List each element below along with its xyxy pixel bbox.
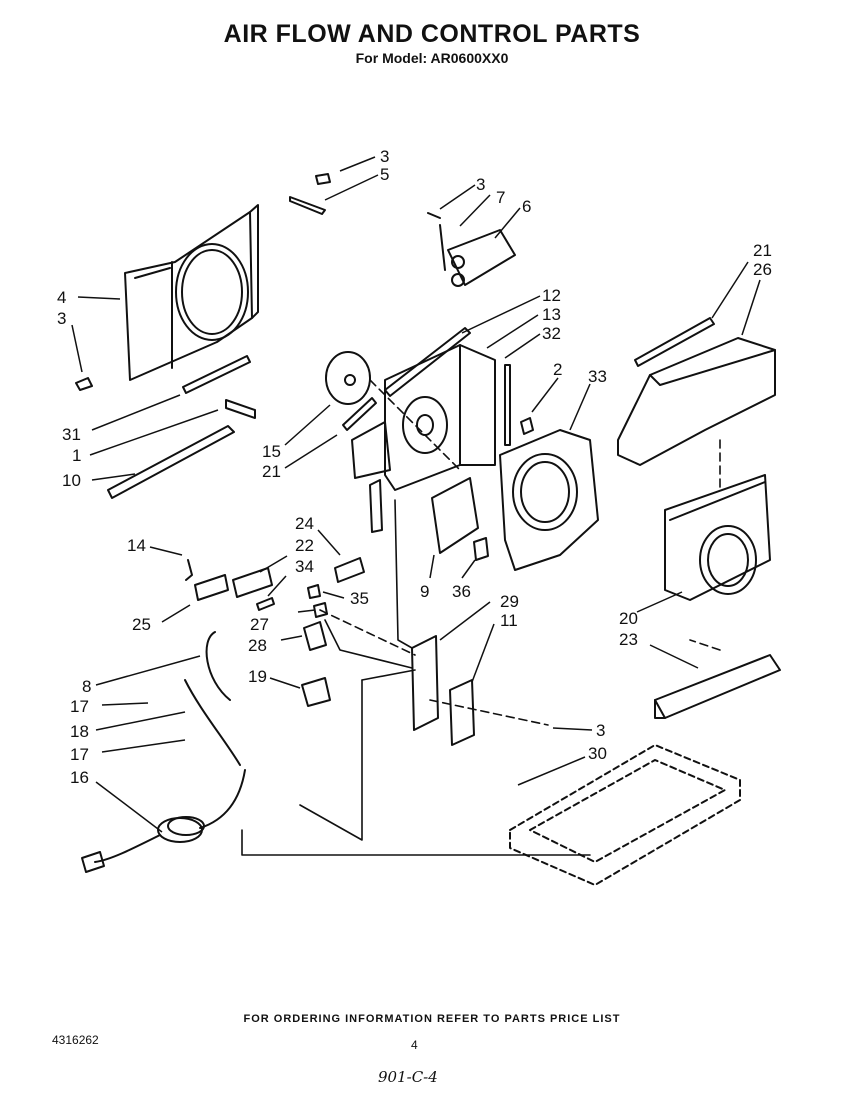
power-cord-part [81,769,246,873]
back-plate-part [664,474,771,601]
plate-22-part [232,567,273,598]
callout-34: 34 [295,557,314,576]
callout-3: 3 [57,309,66,328]
label-24-part [334,557,365,583]
callout-21: 21 [753,241,772,260]
relay-19-part [301,677,331,707]
callout-2: 2 [553,360,562,379]
ordering-footer: FOR ORDERING INFORMATION REFER TO PARTS … [243,1013,621,1025]
switch-28-part [303,621,327,651]
top-bracket-part [289,173,331,215]
callout-5: 5 [380,165,389,184]
callout-31: 31 [62,425,81,444]
callout-18: 18 [70,722,89,741]
callout-17: 17 [70,745,89,764]
wire-18-part [184,679,241,766]
callout-24: 24 [295,514,314,533]
blower-scroll-part [351,344,496,533]
part-34 [256,597,275,611]
callout-20: 20 [619,609,638,628]
callout-21: 21 [262,462,281,481]
fan-blade-part [325,351,371,405]
callout-1: 1 [72,446,81,465]
callout-3: 3 [476,175,485,194]
callout-32: 32 [542,324,561,343]
drain-tray-part [654,654,781,719]
callout-8: 8 [82,677,91,696]
scroll-housing-part [499,429,599,571]
handwritten-note: 901-C-4 [378,1068,438,1086]
callout-28: 28 [248,636,267,655]
model-subtitle: For Model: AR0600XX0 [355,50,509,66]
front-panel-part [124,204,259,381]
control-panel-part [431,477,479,554]
callout-9: 9 [420,582,429,601]
bracket-1-part [225,399,256,419]
clip-2-part [520,417,534,435]
callout-7: 7 [496,188,505,207]
bracket-11-part [449,679,475,746]
callout-19: 19 [248,667,267,686]
callout-35: 35 [350,589,369,608]
page-number: 4 [411,1038,418,1052]
strip-10-part [107,425,235,499]
callout-29: 29 [500,592,519,611]
strip-12-part [384,327,471,397]
part-35 [307,584,321,599]
callout-22: 22 [295,536,314,555]
label-25-part [194,574,229,601]
gasket-21-part [342,397,377,431]
callout-12: 12 [542,286,561,305]
callout-10: 10 [62,471,81,490]
callout-26: 26 [753,260,772,279]
callout-3: 3 [380,147,389,166]
callout-17: 17 [70,697,89,716]
callout-6: 6 [522,197,531,216]
control-bracket-part [411,635,439,731]
knob-36-part [473,537,489,561]
strip-31-part [182,355,251,394]
air-duct-part [617,317,776,466]
callout-36: 36 [452,582,471,601]
wire-8-part [205,631,231,701]
callout-25: 25 [132,615,151,634]
callout-4: 4 [57,288,66,307]
base-pan-part [509,744,741,886]
callout-27: 27 [250,615,269,634]
callout-14: 14 [127,536,146,555]
callout-15: 15 [262,442,281,461]
callout-3: 3 [596,721,605,740]
callout-11: 11 [500,611,518,630]
callout-33: 33 [588,367,607,386]
callout-30: 30 [588,744,607,763]
thermostat-bulb-part [185,559,193,581]
part-number: 4316262 [52,1033,99,1047]
page-title: AIR FLOW AND CONTROL PARTS [223,20,641,48]
callout-23: 23 [619,630,638,649]
callout-13: 13 [542,305,561,324]
capacitor-part [427,212,516,287]
strip-32-part [504,364,511,446]
callout-16: 16 [70,768,89,787]
